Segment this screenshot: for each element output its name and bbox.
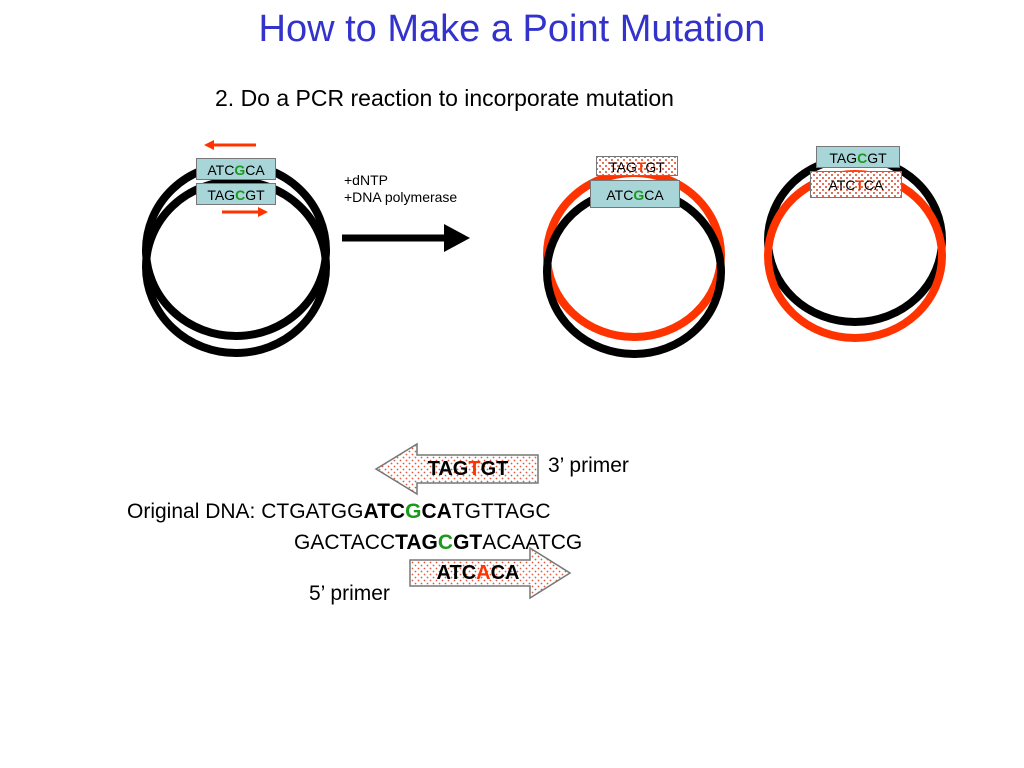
seq-base-mutation: T [636,159,646,175]
step-subtitle: 2. Do a PCR reaction to incorporate muta… [215,85,674,111]
seq-text: CA [245,162,265,178]
plasmid-original-bottom-seq: TAGCGT [196,183,276,205]
seq-text: TAG [207,187,236,203]
plasmid-mutant-b-bottom-seq: ATCTCA [810,171,902,198]
original-dna-top-strand: Original DNA: CTGATGGATCGCATGTTAGC [127,500,551,524]
original-dna-bottom-strand: GACTACCTAGCGTACAATCG [294,531,582,555]
seq-base-mutation: A [476,562,491,584]
seq-base-highlight: C [235,187,246,203]
seq-text-bold: TAG [395,531,438,554]
seq-text: ATC [207,162,235,178]
seq-text: GT [867,150,887,166]
plasmid-mutant-a-template-strand [543,186,725,358]
reaction-arrow [342,224,470,252]
original-dna-label: Original DNA: [127,500,262,523]
seq-base-highlight: C [437,531,454,554]
seq-text: TGTTAGC [451,500,551,523]
seq-text: ATC [606,187,634,203]
seq-text: TAG [609,159,637,175]
seq-text: CA [490,562,520,584]
seq-base-mutation: T [855,177,865,193]
seq-text-bold: CA [421,500,452,523]
seq-text: GACTACC [294,531,396,554]
primer-arrow-reverse [204,140,256,150]
plasmid-mutant-b-top-seq: TAGCGT [816,146,900,168]
seq-text: GT [645,159,665,175]
seq-text: CA [644,187,664,203]
primer-arrow-forward [222,207,268,217]
primer3-arrow-shape [374,442,539,496]
reaction-dntp: +dNTP [344,172,388,188]
seq-text: TAG [427,458,469,480]
seq-base-highlight: G [405,500,422,523]
seq-base-highlight: G [234,162,246,178]
seq-base-highlight: C [857,150,868,166]
seq-text-bold: GT [453,531,483,554]
seq-text: CTGATGG [261,500,364,523]
seq-text: ATC [828,177,856,193]
primer3-sequence: TAGTGT [406,456,530,482]
plasmid-original-top-seq: ATCGCA [196,158,276,180]
seq-base-highlight: G [633,187,645,203]
plasmid-original-strand-bottom [142,177,330,357]
primer5-arrow-shape [409,546,572,600]
seq-text: ATC [436,562,477,584]
seq-text-bold: ATC [363,500,406,523]
reaction-conditions: +dNTP +DNA polymerase [344,172,457,206]
primer5-label: 5’ primer [309,582,390,605]
seq-text: GT [480,458,509,480]
plasmid-mutant-a-bottom-seq: ATCGCA [590,180,680,208]
seq-text: CA [864,177,884,193]
plasmid-mutant-a-top-seq: TAGTGT [596,156,678,176]
seq-base-mutation: T [468,458,481,480]
seq-text: ACAATCG [482,531,583,554]
seq-text: GT [245,187,265,203]
seq-text: TAG [829,150,858,166]
primer3-label: 3’ primer [548,454,629,477]
reaction-polymerase: +DNA polymerase [344,189,458,205]
page-title: How to Make a Point Mutation [258,8,766,50]
primer5-sequence: ATCACA [416,560,540,586]
